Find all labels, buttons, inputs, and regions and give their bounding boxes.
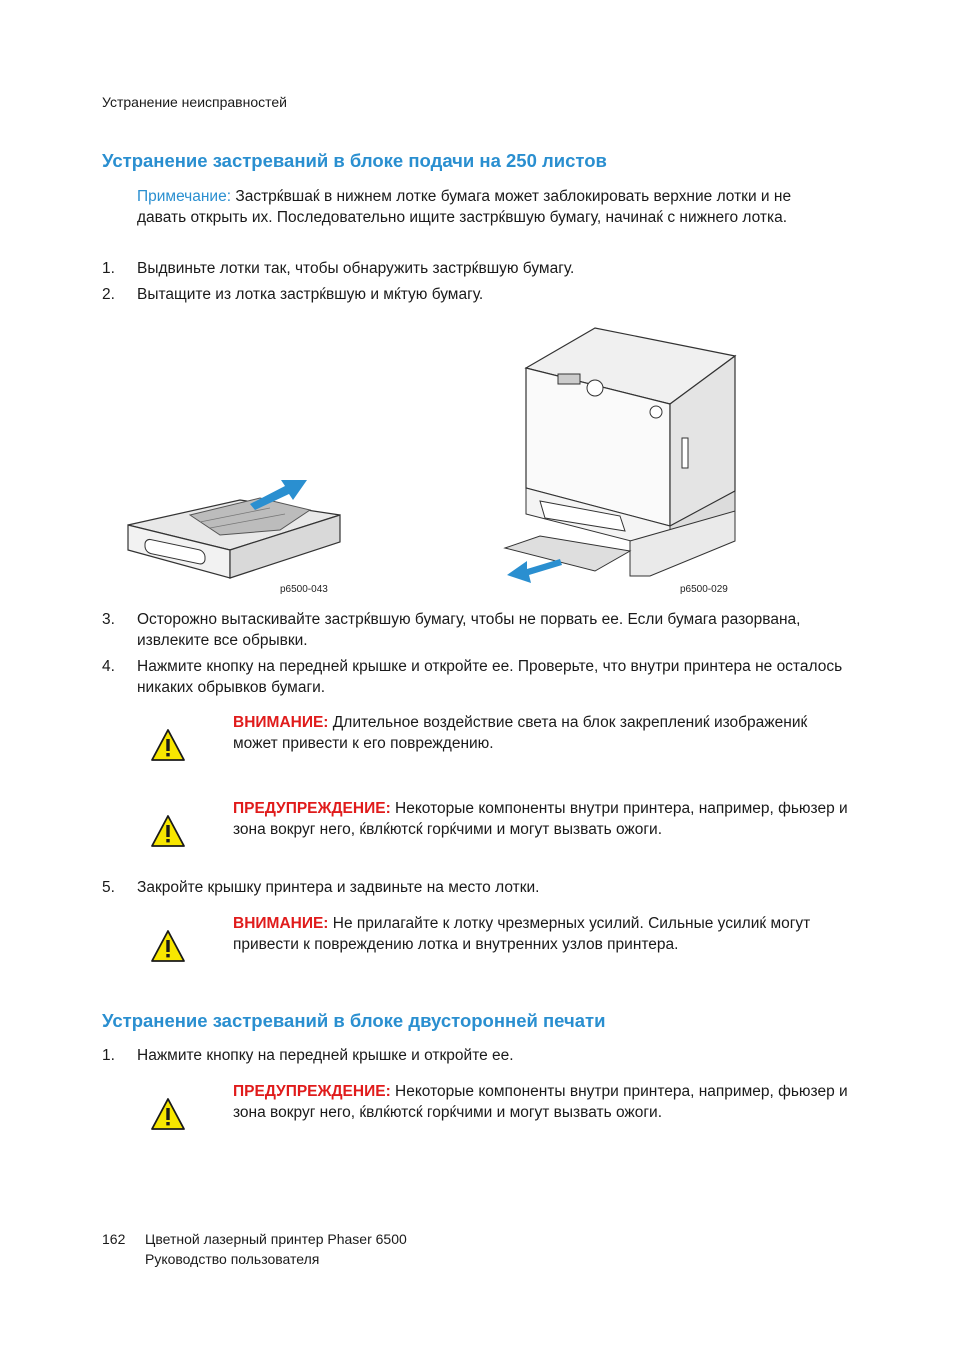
direction-arrow-icon [507,559,562,583]
step-text: Осторожно вытаскивайте застрќвшую бумагу… [137,611,801,649]
step-text: Вытащите из лотка застрќвшую и мќтую бум… [137,286,484,303]
step-text: Нажмите кнопку на передней крышке и откр… [137,1047,514,1064]
callout-body: Некоторые компоненты внутри принтера, на… [233,1083,848,1121]
warning-label: ПРЕДУПРЕЖДЕНИЕ: [233,800,391,817]
callout-text: ПРЕДУПРЕЖДЕНИЕ: Некоторые компоненты вну… [233,798,853,840]
footer-product: Цветной лазерный принтер Phaser 6500 [145,1231,407,1247]
caution-label: ВНИМАНИЕ: [233,915,329,932]
warning-triangle-icon [151,1098,185,1130]
callout-text: ПРЕДУПРЕЖДЕНИЕ: Некоторые компоненты вну… [233,1081,853,1123]
callout-body: Длительное воздействие света на блок зак… [233,714,808,752]
note-paragraph: Примечание: Застрќвшаќ в нижнем лотке бу… [137,186,837,228]
warning-triangle-icon [151,930,185,962]
step-number: 5. [102,879,115,896]
step-number: 1. [102,260,115,277]
callout-text: ВНИМАНИЕ: Не прилагайте к лотку чрезмерн… [233,913,853,955]
step-text: Нажмите кнопку на передней крышке и откр… [137,658,843,696]
figure-caption-right: p6500-029 [680,584,728,595]
paper-tray-illustration [127,497,341,579]
step-number: 2. [102,286,115,303]
step-text: Закройте крышку принтера и задвиньте на … [137,879,540,896]
note-label: Примечание: [137,188,232,205]
running-header: Устранение неисправностей [102,94,287,110]
callout-body: Не прилагайте к лотку чрезмерных усилий.… [233,915,811,953]
warning-triangle-icon [151,729,185,761]
warning-label: ПРЕДУПРЕЖДЕНИЕ: [233,1083,391,1100]
step-number: 4. [102,658,115,675]
callout-text: ВНИМАНИЕ: Длительное воздействие света н… [233,712,853,754]
printer-illustration [503,327,737,577]
note-text: Застрќвшаќ в нижнем лотке бумага может з… [137,188,792,226]
step-text: Выдвиньте лотки так, чтобы обнаружить за… [137,260,575,277]
section-title-250-tray: Устранение застреваний в блоке подачи на… [102,150,607,171]
step-number: 3. [102,611,115,628]
figure-caption-left: p6500-043 [280,584,328,595]
pull-arrow-icon [250,480,307,510]
page-number: 162 [102,1231,126,1247]
footer-doc-title: Руководство пользователя [145,1251,320,1267]
step-number: 1. [102,1047,115,1064]
section-title-duplex: Устранение застреваний в блоке двусторон… [102,1010,606,1031]
callout-body: Некоторые компоненты внутри принтера, на… [233,800,848,838]
warning-triangle-icon [151,815,185,847]
caution-label: ВНИМАНИЕ: [233,714,329,731]
